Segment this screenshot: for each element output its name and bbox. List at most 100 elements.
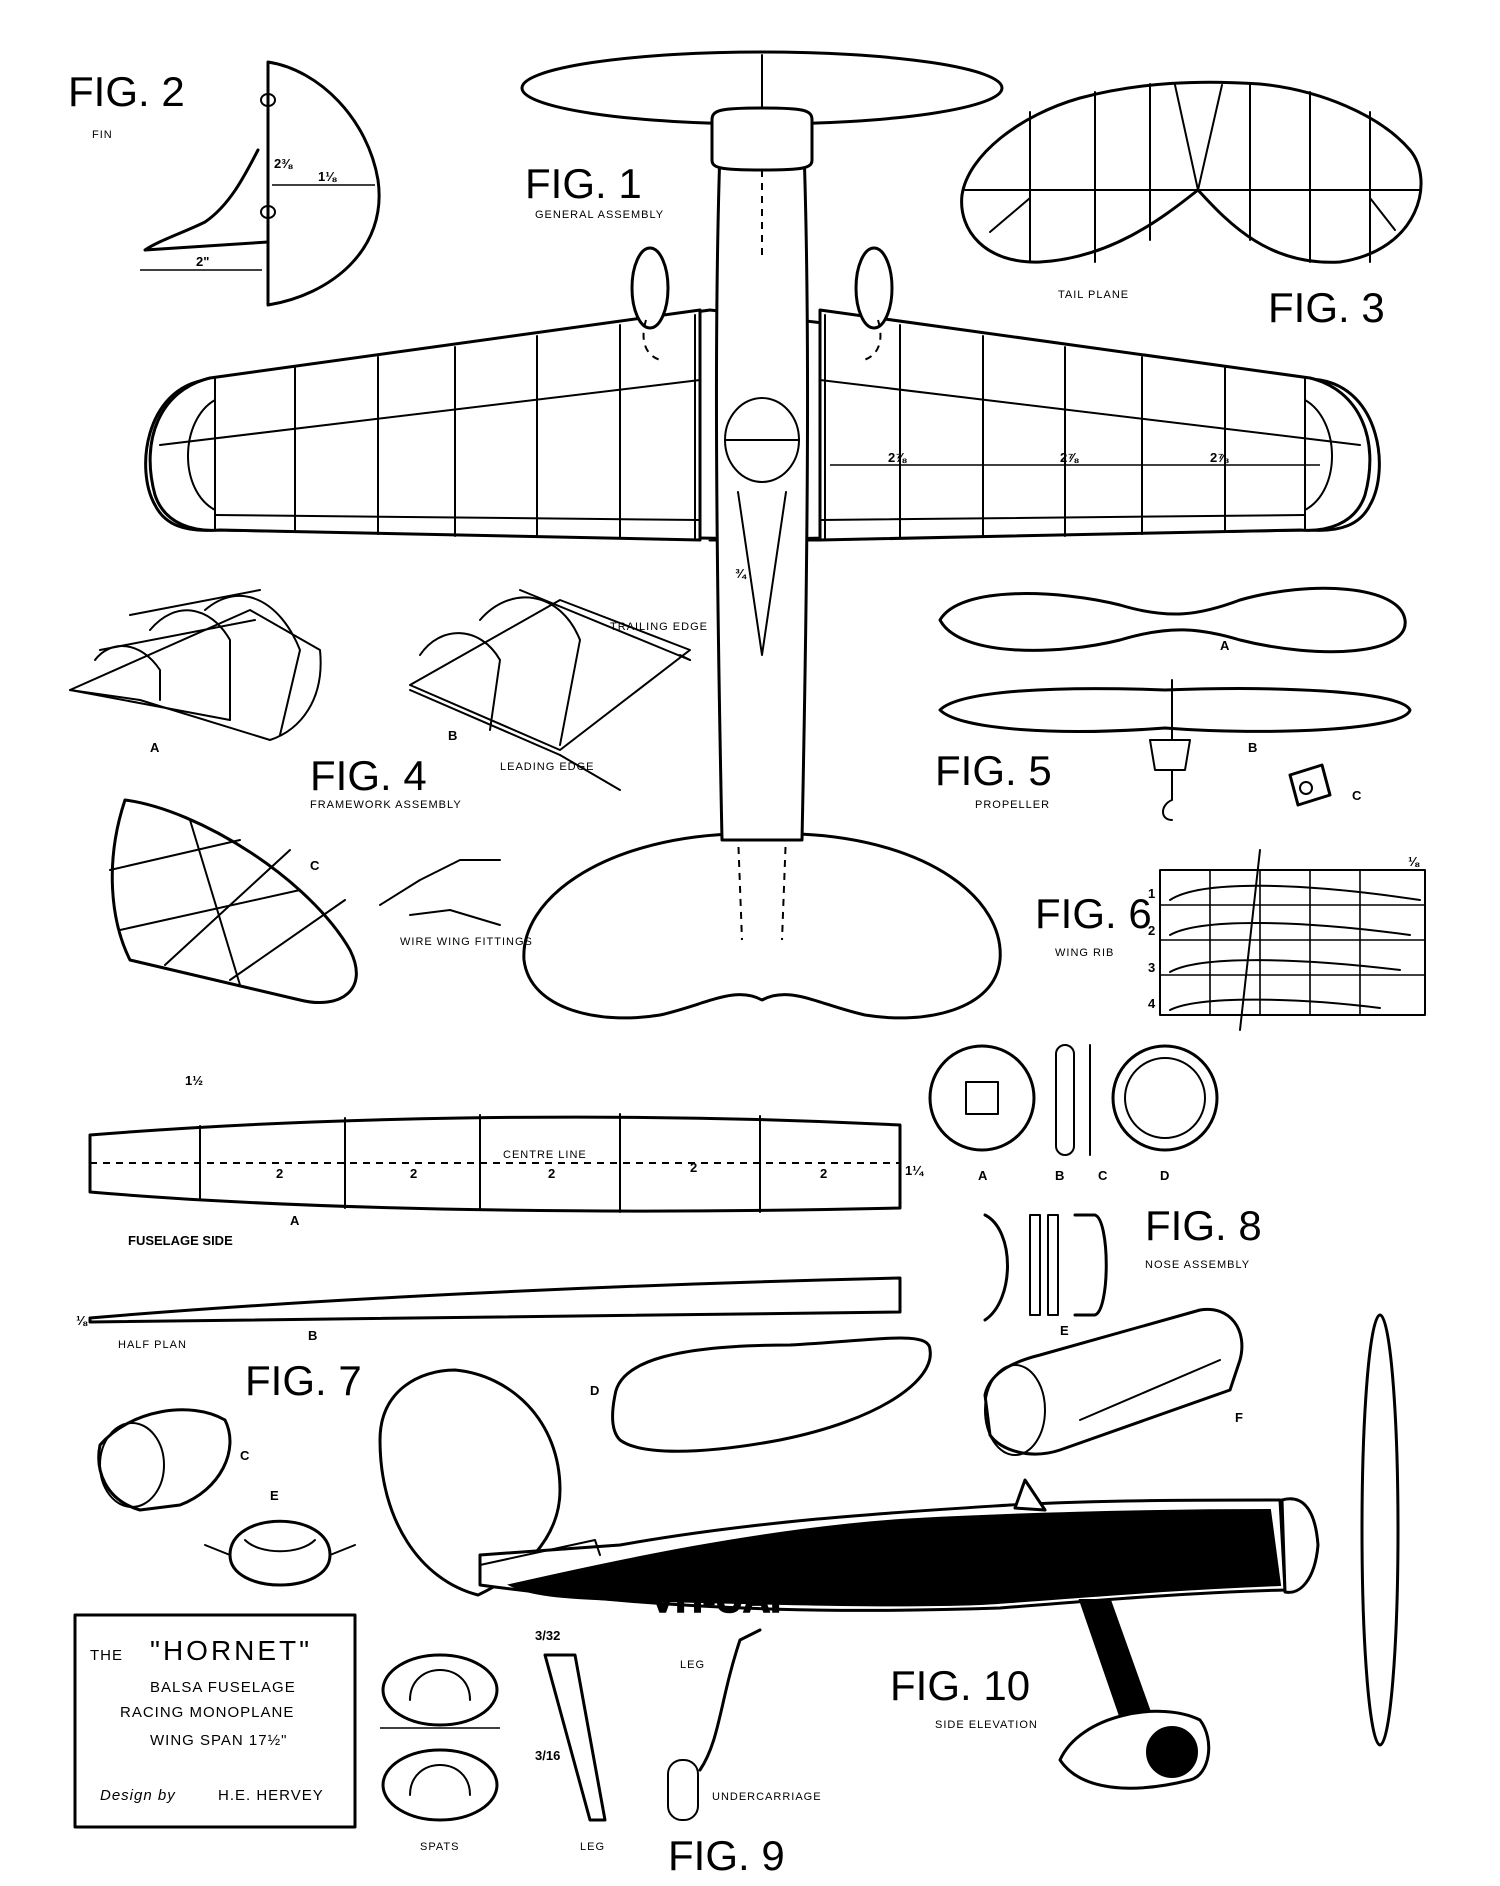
nose-e-bar2 <box>1047 1214 1059 1316</box>
tail-elevator-cut <box>1174 84 1223 191</box>
fig7-label: FIG. 7 <box>245 1357 362 1404</box>
prop-hook <box>1162 769 1173 821</box>
leading-edge-note: LEADING EDGE <box>500 761 595 773</box>
tailplane-outline <box>960 80 1423 264</box>
fuselage-section-e <box>228 1519 332 1587</box>
wire-leg-wheel <box>667 1759 699 1821</box>
fuse-dim-2: 2 <box>410 1166 417 1181</box>
fuse-dim-nose: 1¼ <box>905 1163 924 1178</box>
fuse-dim-5: 2 <box>820 1166 827 1181</box>
title-the: THE <box>90 1647 123 1664</box>
tail-brace-left <box>989 197 1031 233</box>
fin-dim-width: 1⅛ <box>318 169 337 184</box>
cowl-part-d: D <box>590 1383 599 1398</box>
wire-wing-fittings: WIRE WING FITTINGS <box>379 859 533 948</box>
title-line2: RACING MONOPLANE <box>120 1704 294 1721</box>
fig4-label: FIG. 4 <box>310 752 427 799</box>
fuselage-tube-c <box>97 1408 232 1512</box>
framework-a: A <box>69 589 322 755</box>
fig9-caption-spats: SPATS <box>420 1841 459 1853</box>
fig10-side-elevation: VH-UAP FIG. 10 SIDE ELEVATION <box>378 1313 1400 1790</box>
rib-3 <box>1169 959 1401 973</box>
left-tip-arc <box>187 399 216 511</box>
left-leg-dash <box>642 319 661 361</box>
section-e-tick2 <box>329 1544 356 1556</box>
nose-part-c: C <box>1098 1168 1108 1183</box>
wing-left <box>148 308 702 542</box>
title-block: THE "HORNET" BALSA FUSELAGE RACING MONOP… <box>73 1613 357 1829</box>
rib-grid-lines <box>1160 870 1425 1015</box>
fuse-dim-cut: 1½ <box>185 1073 203 1088</box>
nose-ring-d <box>1111 1044 1219 1152</box>
tube-c-end <box>99 1422 165 1508</box>
bearing-hole <box>1299 781 1313 795</box>
title-line1: BALSA FUSELAGE <box>150 1679 296 1696</box>
wing-dim-3: 2⅞ <box>1210 450 1229 465</box>
wing-dim-1: 2⅞ <box>888 450 907 465</box>
fig7-part-a: A <box>290 1213 300 1228</box>
top-nose <box>710 106 814 172</box>
left-wing-ribs <box>214 314 696 541</box>
fin-root <box>143 148 270 252</box>
fig7-caption-a: FUSELAGE SIDE <box>128 1233 233 1248</box>
leg-note: LEG <box>680 1659 705 1671</box>
prop-hub-b <box>1149 739 1191 771</box>
wire-wing-fittings-label: WIRE WING FITTINGS <box>400 936 533 948</box>
tail-spar-left <box>737 833 743 941</box>
tube-f-slot <box>1079 1359 1221 1421</box>
wing-right <box>818 308 1372 542</box>
right-spat-top <box>854 246 894 330</box>
fig8-nose-assembly: A B C D E FIG. 8 NOSE ASSEMBLY D F <box>590 1044 1262 1456</box>
fig8-label: FIG. 8 <box>1145 1202 1262 1249</box>
right-spar <box>819 379 1361 446</box>
fig5-label: FIG. 5 <box>935 747 1052 794</box>
propeller-b <box>938 687 1412 733</box>
tube-part-f: F <box>1235 1410 1243 1425</box>
nose-e-right <box>1073 1213 1108 1317</box>
side-wheel <box>1146 1726 1198 1778</box>
rib-num-2: 2 <box>1148 923 1155 938</box>
rib-num-1: 1 <box>1148 886 1155 901</box>
fig3-tail-plane: TAIL PLANE FIG. 3 <box>960 80 1423 331</box>
spat-top-view <box>381 1653 499 1727</box>
fig7-caption-b: HALF PLAN <box>118 1339 187 1351</box>
spat-side-wheel <box>409 1764 471 1796</box>
nose-e-bar1 <box>1029 1214 1041 1316</box>
nose-disc-a-square <box>965 1081 999 1115</box>
fig7-part-b: B <box>308 1328 317 1343</box>
fin-dim-height: 2⅜ <box>274 156 293 171</box>
nose-part-a: A <box>978 1168 988 1183</box>
propeller-a <box>938 586 1407 654</box>
nose-ring-inner <box>1124 1057 1206 1139</box>
title-designed-by: Design by <box>100 1787 176 1804</box>
registration-letters: VH-UAP <box>650 1579 796 1621</box>
windscreen <box>1013 1478 1047 1512</box>
top-tailplane <box>522 832 1002 1020</box>
fig6-wing-rib: FIG. 6 WING RIB 1 2 3 4 ⅛ <box>1035 849 1426 1031</box>
prop-bearing-c <box>1288 763 1332 807</box>
fig2-label: FIG. 2 <box>68 68 185 115</box>
fig4-framework: A B TRAILING EDGE LEADING EDGE FIG. 4 FR… <box>69 589 707 1005</box>
fig10-label: FIG. 10 <box>890 1662 1030 1709</box>
nose-part-d: D <box>1160 1168 1169 1183</box>
section-e-inner <box>244 1539 316 1553</box>
title-box <box>73 1613 357 1829</box>
side-fin <box>378 1368 562 1597</box>
fin-dim-base: 2" <box>196 254 209 269</box>
spat-side-view <box>381 1748 499 1822</box>
fin-outline <box>266 60 381 307</box>
fin-hinge-top <box>260 93 276 107</box>
fig7-part-c: C <box>240 1448 250 1463</box>
fuselage-formers <box>199 1113 761 1213</box>
fig1-caption: GENERAL ASSEMBLY <box>535 209 664 221</box>
fuselage-dim: ¾ <box>735 566 747 581</box>
fuse-dim-3: 2 <box>548 1166 555 1181</box>
turtle-deck <box>479 1539 601 1566</box>
fig8-caption: NOSE ASSEMBLY <box>1145 1259 1250 1271</box>
centre-line-label: CENTRE LINE <box>503 1149 587 1161</box>
nose-part-b-shape <box>1055 1044 1075 1156</box>
fig2-fin: FIG. 2 FIN 2⅜ 1⅛ 2" <box>68 60 381 307</box>
title-line3: WING SPAN 17½" <box>150 1732 287 1749</box>
rib-num-3: 3 <box>1148 960 1155 975</box>
tube-f-end <box>984 1364 1046 1456</box>
